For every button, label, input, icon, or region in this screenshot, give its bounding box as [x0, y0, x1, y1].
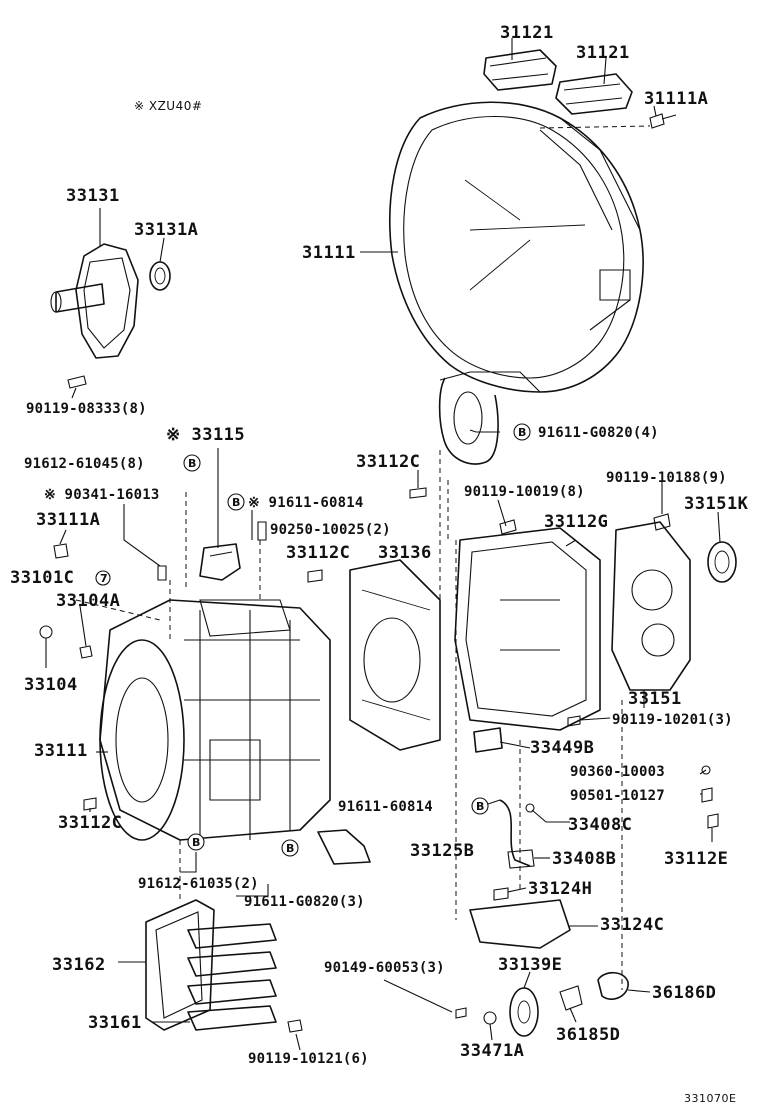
label-90119-10188[interactable]: 90119-10188(9) — [606, 470, 727, 486]
label-33151K[interactable]: 33151K — [684, 494, 749, 514]
alignment-lines — [75, 125, 651, 990]
label-33139E[interactable]: 33139E — [498, 955, 563, 975]
label-33408B[interactable]: 33408B — [552, 849, 617, 869]
label-90119-10019[interactable]: 90119-10019(8) — [464, 484, 585, 500]
label-33112C-mid[interactable]: 33112C — [286, 543, 351, 563]
mark-circle-33101c: 7 — [95, 570, 111, 586]
rear-cover-33151 — [611, 513, 737, 691]
cover-31121-left — [483, 49, 557, 91]
label-33136[interactable]: 33136 — [378, 543, 432, 563]
shift-plates-33161 — [187, 923, 303, 1033]
label-33161[interactable]: 33161 — [88, 1013, 142, 1033]
leader-lines — [45, 38, 721, 1051]
b-circle-91611-g0820-4: B — [513, 423, 531, 441]
label-33162[interactable]: 33162 — [52, 955, 106, 975]
label-31121-right[interactable]: 31121 — [576, 43, 630, 63]
clutch-housing-31111 — [389, 101, 644, 465]
diagram-code: 331070E — [684, 1092, 737, 1105]
label-31111A-top[interactable]: 31111A — [644, 89, 709, 109]
b-circle-91611-60814-mid: B — [471, 797, 489, 815]
label-90149-60053[interactable]: 90149-60053(3) — [324, 960, 445, 976]
svg-text:B: B — [476, 800, 484, 813]
label-91611-60814-mid[interactable]: 91611-60814 — [338, 799, 433, 815]
label-31121-left[interactable]: 31121 — [500, 23, 554, 43]
label-33101C[interactable]: 33101C — [10, 568, 75, 588]
cover-31121-right — [555, 73, 633, 115]
b-circle-91612-61035: B — [187, 833, 205, 851]
label-33131[interactable]: 33131 — [66, 186, 120, 206]
small-parts-left — [39, 543, 241, 811]
circled-b-symbols: B B B B B B 7 — [95, 423, 531, 857]
bolt-31111A-top — [649, 113, 677, 129]
label-90119-08333[interactable]: 90119-08333(8) — [26, 401, 147, 417]
b-circle-91611-60814-top: B — [227, 493, 245, 511]
svg-text:B: B — [518, 426, 526, 439]
label-90250-10025[interactable]: 90250-10025(2) — [270, 522, 391, 538]
label-33111[interactable]: 33111 — [34, 741, 88, 761]
b-circle-91612-61045: B — [183, 454, 201, 472]
label-33151[interactable]: 33151 — [628, 689, 682, 709]
label-91611-G0820-3[interactable]: 91611-G0820(3) — [244, 894, 365, 910]
adapter-plate-33136 — [349, 559, 441, 751]
label-36185D[interactable]: 36185D — [556, 1025, 621, 1045]
label-33124H[interactable]: 33124H — [528, 879, 593, 899]
label-90501-10127[interactable]: 90501-10127 — [570, 788, 665, 804]
label-90119-10201[interactable]: 90119-10201(3) — [612, 712, 733, 728]
label-33471A[interactable]: 33471A — [460, 1041, 525, 1061]
label-33112C-left[interactable]: 33112C — [58, 813, 123, 833]
label-91612-61035[interactable]: 91612-61035(2) — [138, 876, 259, 892]
label-90119-10121[interactable]: 90119-10121(6) — [248, 1051, 369, 1067]
label-31111[interactable]: 31111 — [302, 243, 356, 263]
extension-housing-33131 — [50, 243, 171, 389]
transmission-case-33111 — [99, 599, 331, 841]
label-91612-61045[interactable]: 91612-61045(8) — [24, 456, 145, 472]
header-note: ※ XZU40# — [134, 99, 203, 113]
label-91611-60814-top[interactable]: ※ 91611-60814 — [248, 495, 364, 511]
svg-text:B: B — [286, 842, 294, 855]
b-circle-91611-g0820-3: B — [281, 839, 299, 857]
label-33112E[interactable]: 33112E — [664, 849, 729, 869]
label-33124C[interactable]: 33124C — [600, 915, 665, 935]
label-33111A[interactable]: 33111A — [36, 510, 101, 530]
svg-text:B: B — [188, 457, 196, 470]
housing-33112G — [454, 519, 601, 731]
svg-text:B: B — [232, 496, 240, 509]
label-33131A[interactable]: 33131A — [134, 220, 199, 240]
label-33104A[interactable]: 33104A — [56, 591, 121, 611]
svg-text:7: 7 — [100, 572, 108, 585]
label-33115[interactable]: ※ 33115 — [166, 425, 246, 445]
label-36186D[interactable]: 36186D — [652, 983, 717, 1003]
svg-text:B: B — [192, 836, 200, 849]
label-33112C-top[interactable]: 33112C — [356, 452, 421, 472]
label-91611-G0820-4[interactable]: 91611-G0820(4) — [538, 425, 659, 441]
label-90341-16013[interactable]: ※ 90341-16013 — [44, 487, 160, 503]
label-33104[interactable]: 33104 — [24, 675, 78, 695]
label-33112G[interactable]: 33112G — [544, 512, 609, 532]
label-90360-10003[interactable]: 90360-10003 — [570, 764, 665, 780]
label-33449B[interactable]: 33449B — [530, 738, 595, 758]
label-33408C[interactable]: 33408C — [568, 815, 633, 835]
label-33125B[interactable]: 33125B — [410, 841, 475, 861]
